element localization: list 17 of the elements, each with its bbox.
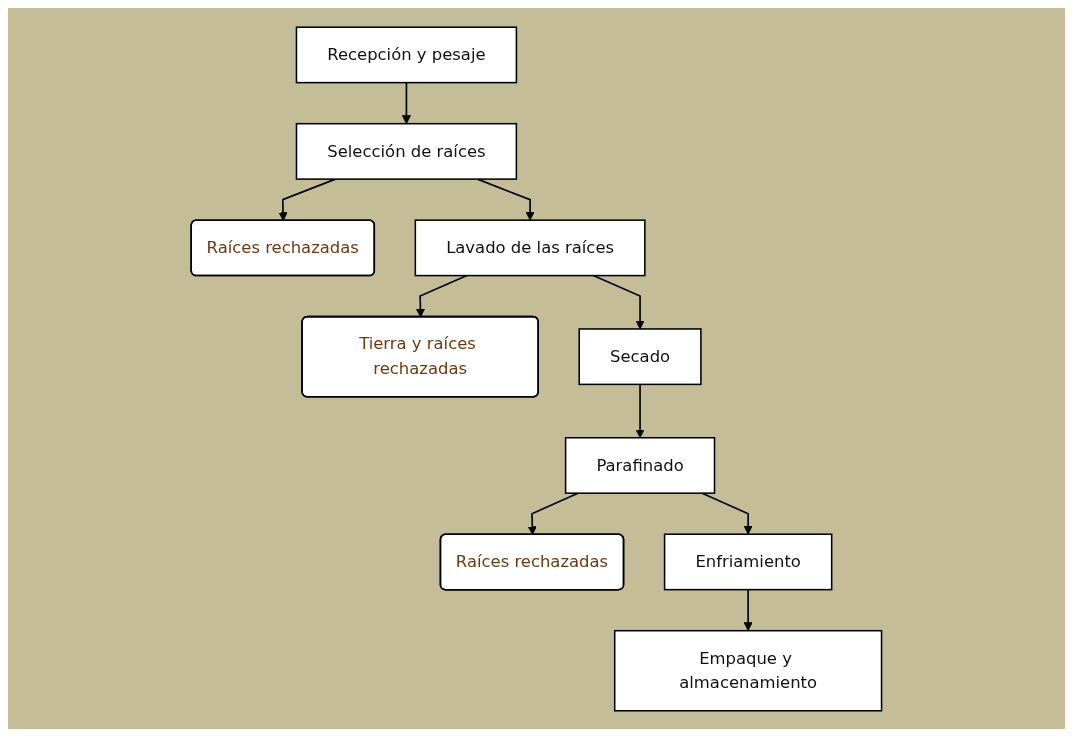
node-box — [564, 436, 716, 494]
arrow — [476, 177, 535, 221]
node-box — [614, 629, 883, 712]
arrow — [592, 274, 645, 329]
arrow — [635, 383, 645, 438]
node-box — [578, 327, 702, 385]
node-box — [295, 122, 518, 180]
diagram-background: Recepción y pesaje Selección de raíces Raíces rechazadas Lavado de las raíces Tierra y raíces rechazadas Secado Parafinado Raíces rechazadas Enfriamiento Empaque y almacenamiento — [8, 8, 1065, 729]
node-box — [414, 218, 646, 276]
arrow — [402, 81, 412, 124]
arrow — [743, 588, 753, 631]
node-box — [663, 532, 833, 590]
arrow — [701, 491, 753, 535]
arrow — [278, 177, 337, 221]
arrow — [416, 274, 468, 318]
arrow — [527, 491, 579, 535]
node-box — [295, 25, 518, 83]
